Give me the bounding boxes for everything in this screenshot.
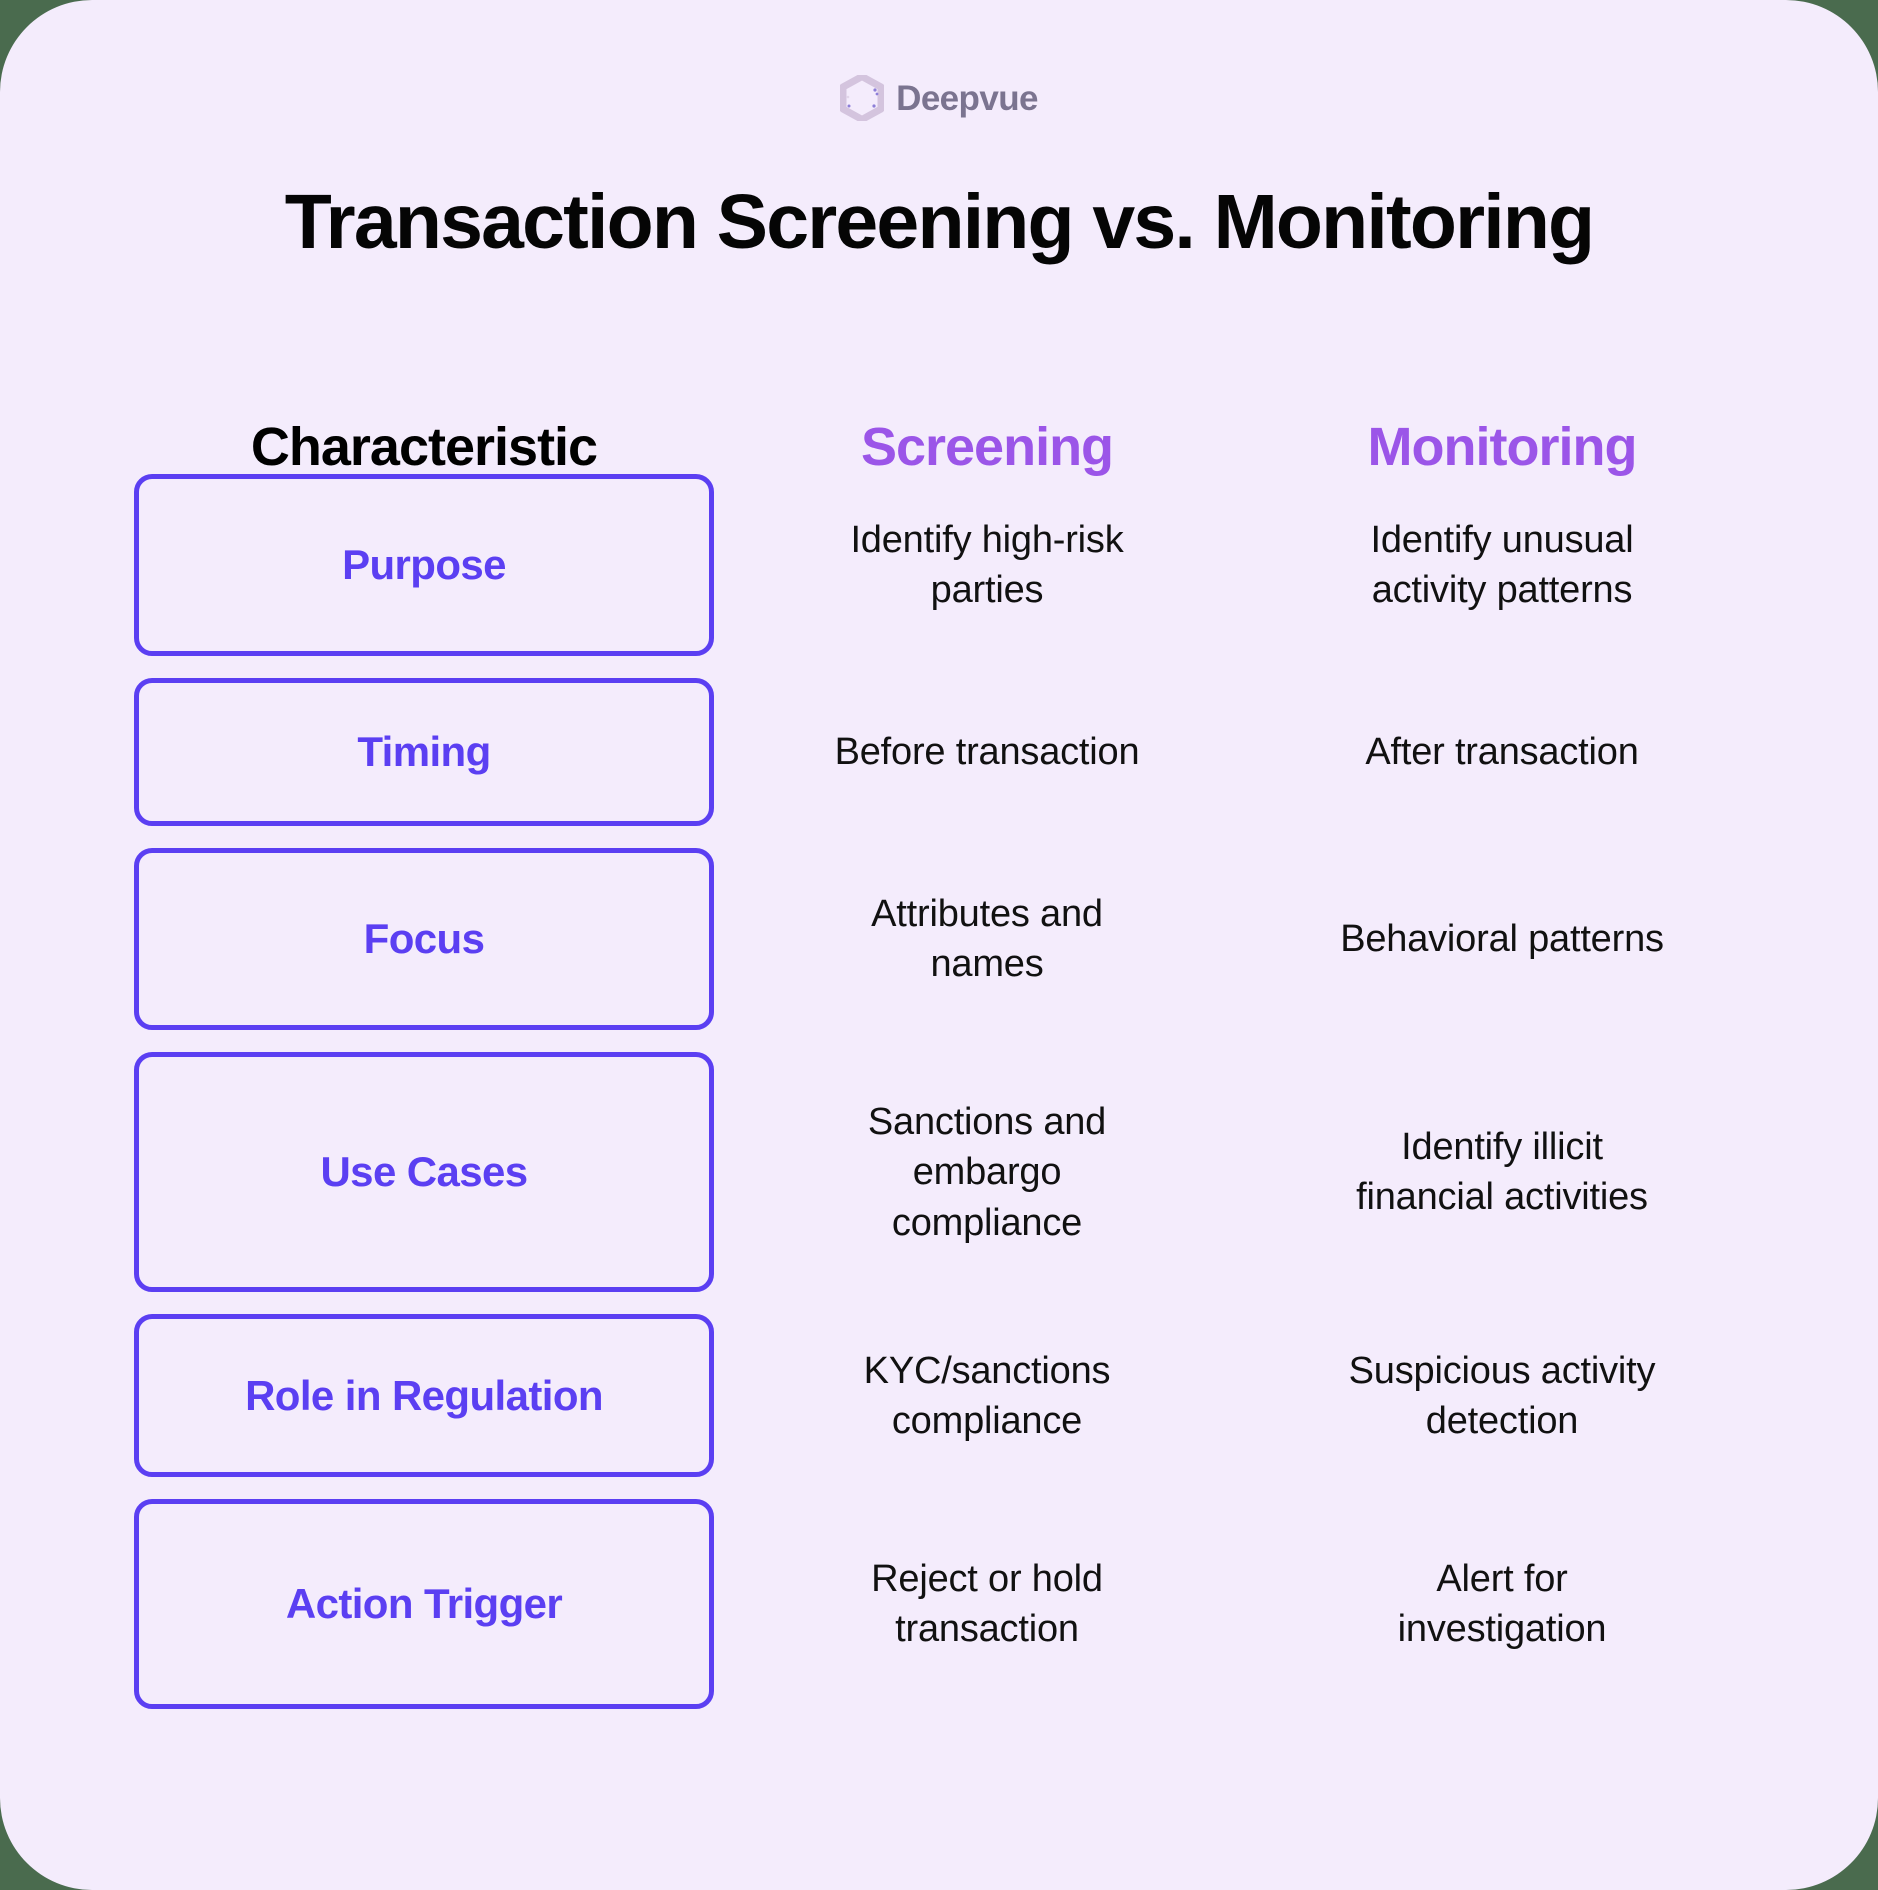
characteristic-cell: Use Cases — [119, 1052, 729, 1293]
characteristic-box: Purpose — [134, 474, 714, 657]
monitoring-value: Behavioral patterns — [1340, 918, 1664, 961]
table-header-row: Characteristic Screening Monitoring — [119, 378, 1759, 474]
characteristic-cell: Action Trigger — [119, 1499, 729, 1710]
monitoring-value: After transaction — [1365, 731, 1639, 774]
table-row: Purpose Identify high-risk parties Ident… — [119, 474, 1759, 657]
monitoring-value: Alert for investigation — [1397, 1558, 1607, 1651]
screening-value: Identify high-risk parties — [850, 519, 1124, 612]
screening-cell: Attributes and names — [729, 848, 1245, 1030]
characteristic-label: Action Trigger — [285, 1580, 563, 1628]
characteristic-box: Role in Regulation — [134, 1314, 714, 1478]
monitoring-value: Identify unusual activity patterns — [1370, 519, 1634, 612]
screening-value: Reject or hold transaction — [871, 1558, 1103, 1651]
characteristic-label: Use Cases — [320, 1148, 528, 1196]
monitoring-value: Identify illicit financial activities — [1356, 1126, 1648, 1219]
screening-cell: KYC/sanctions compliance — [729, 1314, 1245, 1477]
monitoring-cell: Behavioral patterns — [1245, 848, 1759, 1030]
characteristic-box: Use Cases — [134, 1052, 714, 1293]
column-header-monitoring: Monitoring — [1367, 417, 1638, 478]
characteristic-label: Timing — [357, 728, 491, 776]
page-title: Transaction Screening vs. Monitoring — [284, 179, 1595, 265]
characteristic-box: Timing — [134, 678, 714, 827]
characteristic-box: Action Trigger — [134, 1499, 714, 1710]
screening-cell: Reject or hold transaction — [729, 1499, 1245, 1709]
characteristic-label: Role in Regulation — [245, 1371, 603, 1419]
table-row: Focus Attributes and names Behavioral pa… — [119, 848, 1759, 1031]
screening-value: KYC/sanctions compliance — [863, 1349, 1111, 1442]
characteristic-cell: Purpose — [119, 474, 729, 657]
characteristic-cell: Timing — [119, 678, 729, 827]
table-row: Role in Regulation KYC/sanctions complia… — [119, 1314, 1759, 1478]
screening-cell: Sanctions and embargo compliance — [729, 1052, 1245, 1292]
screening-value: Before transaction — [834, 731, 1140, 774]
monitoring-cell: Alert for investigation — [1245, 1499, 1759, 1709]
column-header-screening: Screening — [860, 417, 1114, 478]
monitoring-cell: Identify illicit financial activities — [1245, 1052, 1759, 1292]
table-row: Use Cases Sanctions and embargo complian… — [119, 1052, 1759, 1293]
brand-logo: Deepvue — [840, 72, 1038, 124]
brand-name: Deepvue — [896, 78, 1038, 118]
screening-value: Sanctions and embargo compliance — [867, 1101, 1107, 1244]
column-header-characteristic: Characteristic — [250, 417, 598, 478]
characteristic-cell: Role in Regulation — [119, 1314, 729, 1478]
monitoring-value: Suspicious activity detection — [1348, 1349, 1656, 1442]
table-row: Timing Before transaction After transact… — [119, 678, 1759, 827]
screening-value: Attributes and names — [871, 893, 1103, 986]
monitoring-cell: Suspicious activity detection — [1245, 1314, 1759, 1477]
characteristic-label: Focus — [363, 915, 485, 963]
screening-cell: Identify high-risk parties — [729, 474, 1245, 656]
monitoring-cell: Identify unusual activity patterns — [1245, 474, 1759, 656]
monitoring-cell: After transaction — [1245, 678, 1759, 826]
characteristic-cell: Focus — [119, 848, 729, 1031]
screening-cell: Before transaction — [729, 678, 1245, 826]
deepvue-hexagon-logo-icon — [840, 75, 885, 121]
comparison-table: Characteristic Screening Monitoring Purp… — [119, 378, 1759, 1731]
characteristic-label: Purpose — [342, 541, 506, 589]
table-row: Action Trigger Reject or hold transactio… — [119, 1499, 1759, 1710]
characteristic-box: Focus — [134, 848, 714, 1031]
